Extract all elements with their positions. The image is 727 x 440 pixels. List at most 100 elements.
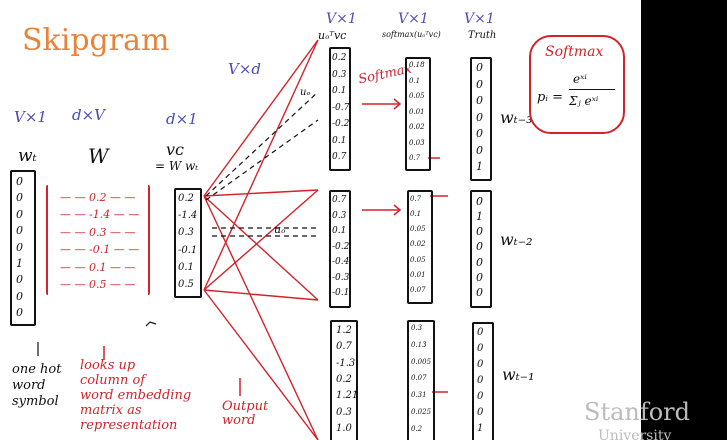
prob-entry: 0.02 bbox=[409, 123, 425, 131]
label-w-t-3: wₜ₋₃ bbox=[500, 108, 533, 127]
truth-entry: 0 bbox=[476, 143, 483, 157]
score-entry: 0.3 bbox=[332, 69, 347, 80]
vc-bracket bbox=[174, 188, 202, 298]
truth-entry: 1 bbox=[476, 160, 483, 173]
prob-entry: 0.05 bbox=[409, 92, 425, 100]
vc-equation: = W wₜ bbox=[155, 159, 199, 173]
note-line: word bbox=[12, 378, 46, 393]
score-entry: 0.1 bbox=[332, 226, 347, 236]
softmax-denominator: Σⱼ eˣⁱ bbox=[569, 94, 599, 108]
note-line: representation bbox=[80, 418, 178, 433]
truth-entry: 0 bbox=[476, 255, 483, 269]
truth-bracket-3 bbox=[472, 322, 494, 440]
prob-entry: 0.025 bbox=[411, 408, 432, 417]
note-line: Output bbox=[222, 399, 269, 414]
prob-entry: 0.18 bbox=[409, 61, 425, 69]
score-entry: 1.21 bbox=[336, 390, 359, 402]
prob-entry: 0.1 bbox=[409, 76, 421, 85]
note-line: word embedding bbox=[80, 388, 192, 403]
truth-bracket-2 bbox=[470, 190, 492, 308]
score-entry: 0.2 bbox=[332, 53, 347, 63]
logo-main-text: Stanford bbox=[584, 398, 691, 426]
col-c-header: Truth bbox=[468, 30, 497, 41]
matrix-entry: — — 0.2 — — bbox=[60, 191, 136, 204]
prob-entry: 0.3 bbox=[411, 324, 423, 332]
score-entry: 0.1 bbox=[332, 86, 347, 96]
prob-entry: 0.7 bbox=[409, 154, 421, 162]
matrix-entry: — — -1.4 — — bbox=[60, 208, 140, 222]
logo-sub-text: University bbox=[598, 428, 672, 440]
fraction-bar bbox=[569, 89, 615, 90]
note-line: column of bbox=[80, 373, 146, 388]
softmax-lhs: pᵢ = bbox=[537, 90, 563, 105]
dim-v1-a: V×1 bbox=[326, 11, 357, 27]
vc-entry: 0.5 bbox=[178, 278, 194, 290]
truth-entry: 0 bbox=[476, 94, 483, 107]
probs-bracket-1 bbox=[405, 57, 431, 171]
onehot-entry: 0 bbox=[16, 191, 23, 205]
score-entry: 0.1 bbox=[332, 135, 347, 146]
matrix-entry: — — -0.1 — — bbox=[60, 243, 140, 257]
softmax-numerator: eˣⁱ bbox=[573, 72, 587, 86]
truth-entry: 1 bbox=[476, 210, 483, 224]
truth-entry: 1 bbox=[477, 423, 484, 434]
prob-entry: 0.005 bbox=[411, 357, 432, 366]
truth-entry: 0 bbox=[476, 225, 483, 239]
prob-entry: 0.7 bbox=[410, 195, 422, 203]
score-entry: -0.3 bbox=[332, 272, 350, 283]
col-b-header: softmax(uₒᵀvᴄ) bbox=[382, 30, 441, 39]
prob-entry: 0.01 bbox=[409, 107, 425, 116]
score-entry: -0.7 bbox=[332, 102, 350, 113]
score-entry: 0.7 bbox=[332, 195, 347, 205]
score-entry: 1.0 bbox=[336, 422, 352, 434]
truth-entry: 0 bbox=[476, 77, 483, 91]
onehot-entry: 0 bbox=[16, 175, 23, 188]
black-sidebar bbox=[641, 0, 727, 440]
truth-entry: 0 bbox=[476, 285, 483, 299]
onehot-bracket bbox=[10, 170, 36, 326]
W-label: W bbox=[88, 144, 109, 168]
embedding-matrix bbox=[46, 185, 150, 295]
truth-bracket-1 bbox=[470, 57, 492, 181]
uo-label: uₒ bbox=[300, 87, 311, 98]
score-entry: 0.7 bbox=[336, 341, 352, 353]
dim-v1-left: V×1 bbox=[14, 108, 47, 126]
truth-entry: 0 bbox=[476, 61, 483, 74]
matrix-entry: — — 0.3 — — bbox=[60, 225, 136, 239]
vc-entry: -1.4 bbox=[178, 210, 198, 222]
note-line: word bbox=[222, 413, 256, 428]
vc-entry: 0.3 bbox=[178, 227, 194, 239]
score-entry: 0.3 bbox=[336, 406, 352, 418]
truth-entry: 0 bbox=[477, 359, 484, 370]
probs-bracket-3 bbox=[407, 320, 435, 440]
wt-label: wₜ bbox=[18, 146, 37, 166]
prob-entry: 0.05 bbox=[410, 225, 426, 234]
probs-bracket-2 bbox=[407, 190, 433, 304]
col-a-header: uₒᵀvᴄ bbox=[318, 29, 347, 42]
dim-vd: V×d bbox=[228, 60, 262, 78]
scores-bracket-3 bbox=[330, 320, 358, 440]
uo-mid-label: uₒ bbox=[274, 223, 286, 236]
scores-bracket-1 bbox=[329, 47, 351, 171]
stanford-logo: Stanford University bbox=[584, 398, 704, 440]
prob-entry: 0.05 bbox=[410, 255, 426, 264]
prob-entry: 0.1 bbox=[410, 210, 422, 219]
score-entry: -0.2 bbox=[332, 241, 350, 252]
note-line: one hot bbox=[12, 362, 62, 377]
note-line: looks up bbox=[80, 358, 136, 373]
truth-entry: 0 bbox=[476, 240, 483, 254]
prob-entry: 0.07 bbox=[410, 285, 426, 294]
score-entry: -0.1 bbox=[332, 288, 350, 298]
note-line: symbol bbox=[12, 394, 59, 409]
dim-v1-c: V×1 bbox=[464, 11, 495, 27]
